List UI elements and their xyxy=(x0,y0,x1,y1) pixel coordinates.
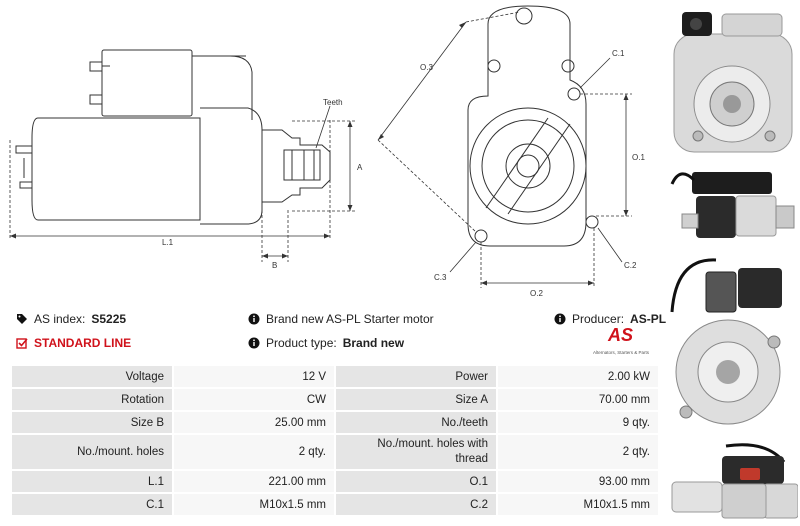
spec-value: M10x1.5 mm xyxy=(496,492,660,517)
product-type: Product type: Brand new xyxy=(248,336,404,350)
table-row: Voltage 12 V Power 2.00 kW xyxy=(10,364,660,389)
table-row: Rotation CW Size A 70.00 mm xyxy=(10,387,660,412)
spec-key: Rotation xyxy=(10,387,174,412)
spec-key: O.1 xyxy=(334,469,498,494)
dim-c1-label: C.1 xyxy=(612,49,625,58)
spec-value: 9 qty. xyxy=(496,410,660,435)
product-photo-front[interactable] xyxy=(666,4,798,156)
technical-drawing: Teeth A B L.1 xyxy=(9,5,645,298)
spec-key: Voltage xyxy=(10,364,174,389)
spec-value: 221.00 mm xyxy=(172,469,336,494)
spec-value: 70.00 mm xyxy=(496,387,660,412)
dim-o3-label: O.3 xyxy=(420,63,433,72)
product-photo-side-top[interactable] xyxy=(666,162,798,244)
spec-key: C.1 xyxy=(10,492,174,517)
spec-value: 12 V xyxy=(172,364,336,389)
spec-key: No./mount. holes with thread xyxy=(334,433,498,471)
dim-b-label: B xyxy=(272,261,277,270)
checkbox-icon xyxy=(16,337,28,349)
brand-tagline: Alternators, Starters & Parts xyxy=(592,350,650,355)
spec-value: 25.00 mm xyxy=(172,410,336,435)
specification-table: Voltage 12 V Power 2.00 kW Rotation CW S… xyxy=(10,364,660,517)
dim-c2-label: C.2 xyxy=(624,261,637,270)
product-info: AS index: S5225 STANDARD LINE Brand new … xyxy=(0,306,666,362)
spec-value: M10x1.5 mm xyxy=(172,492,336,517)
tag-icon xyxy=(16,313,28,325)
info-icon xyxy=(248,313,260,325)
dim-a-label: A xyxy=(357,163,363,172)
spec-key: Size A xyxy=(334,387,498,412)
teeth-label: Teeth xyxy=(323,98,343,107)
as-index: AS index: S5225 xyxy=(16,312,126,326)
product-photo-side[interactable] xyxy=(666,442,798,522)
motor-body-outline xyxy=(31,117,201,221)
producer: Producer: AS-PL xyxy=(554,312,666,326)
product-description: Brand new AS-PL Starter motor xyxy=(248,312,434,326)
standard-line-badge: STANDARD LINE xyxy=(16,336,131,350)
spec-key: No./teeth xyxy=(334,410,498,435)
product-photo-angled[interactable] xyxy=(666,252,798,434)
spec-value: CW xyxy=(172,387,336,412)
spec-key: Power xyxy=(334,364,498,389)
dim-c3-label: C.3 xyxy=(434,273,447,282)
info-icon xyxy=(554,313,566,325)
spec-key: No./mount. holes xyxy=(10,433,174,471)
brand-logo: AS Alternators, Starters & Parts xyxy=(584,324,658,360)
spec-value: 2 qty. xyxy=(172,433,336,471)
info-icon xyxy=(248,337,260,349)
spec-key: C.2 xyxy=(334,492,498,517)
table-row: No./mount. holes 2 qty. No./mount. holes… xyxy=(10,433,660,471)
spec-value: 2.00 kW xyxy=(496,364,660,389)
solenoid-outline xyxy=(101,49,193,117)
dim-o1-label: O.1 xyxy=(632,153,645,162)
svg-text:AS: AS xyxy=(607,325,633,344)
dim-l1-label: L.1 xyxy=(162,238,174,247)
spec-value: 2 qty. xyxy=(496,433,660,471)
spec-key: L.1 xyxy=(10,469,174,494)
dim-o2-label: O.2 xyxy=(530,289,543,298)
spec-value: 93.00 mm xyxy=(496,469,660,494)
as-logo-icon: AS xyxy=(607,325,633,345)
as-index-value: S5225 xyxy=(91,312,127,326)
spec-key: Size B xyxy=(10,410,174,435)
table-row: L.1 221.00 mm O.1 93.00 mm xyxy=(10,469,660,494)
table-row: C.1 M10x1.5 mm C.2 M10x1.5 mm xyxy=(10,492,660,517)
table-row: Size B 25.00 mm No./teeth 9 qty. xyxy=(10,410,660,435)
product-photos xyxy=(662,0,800,526)
